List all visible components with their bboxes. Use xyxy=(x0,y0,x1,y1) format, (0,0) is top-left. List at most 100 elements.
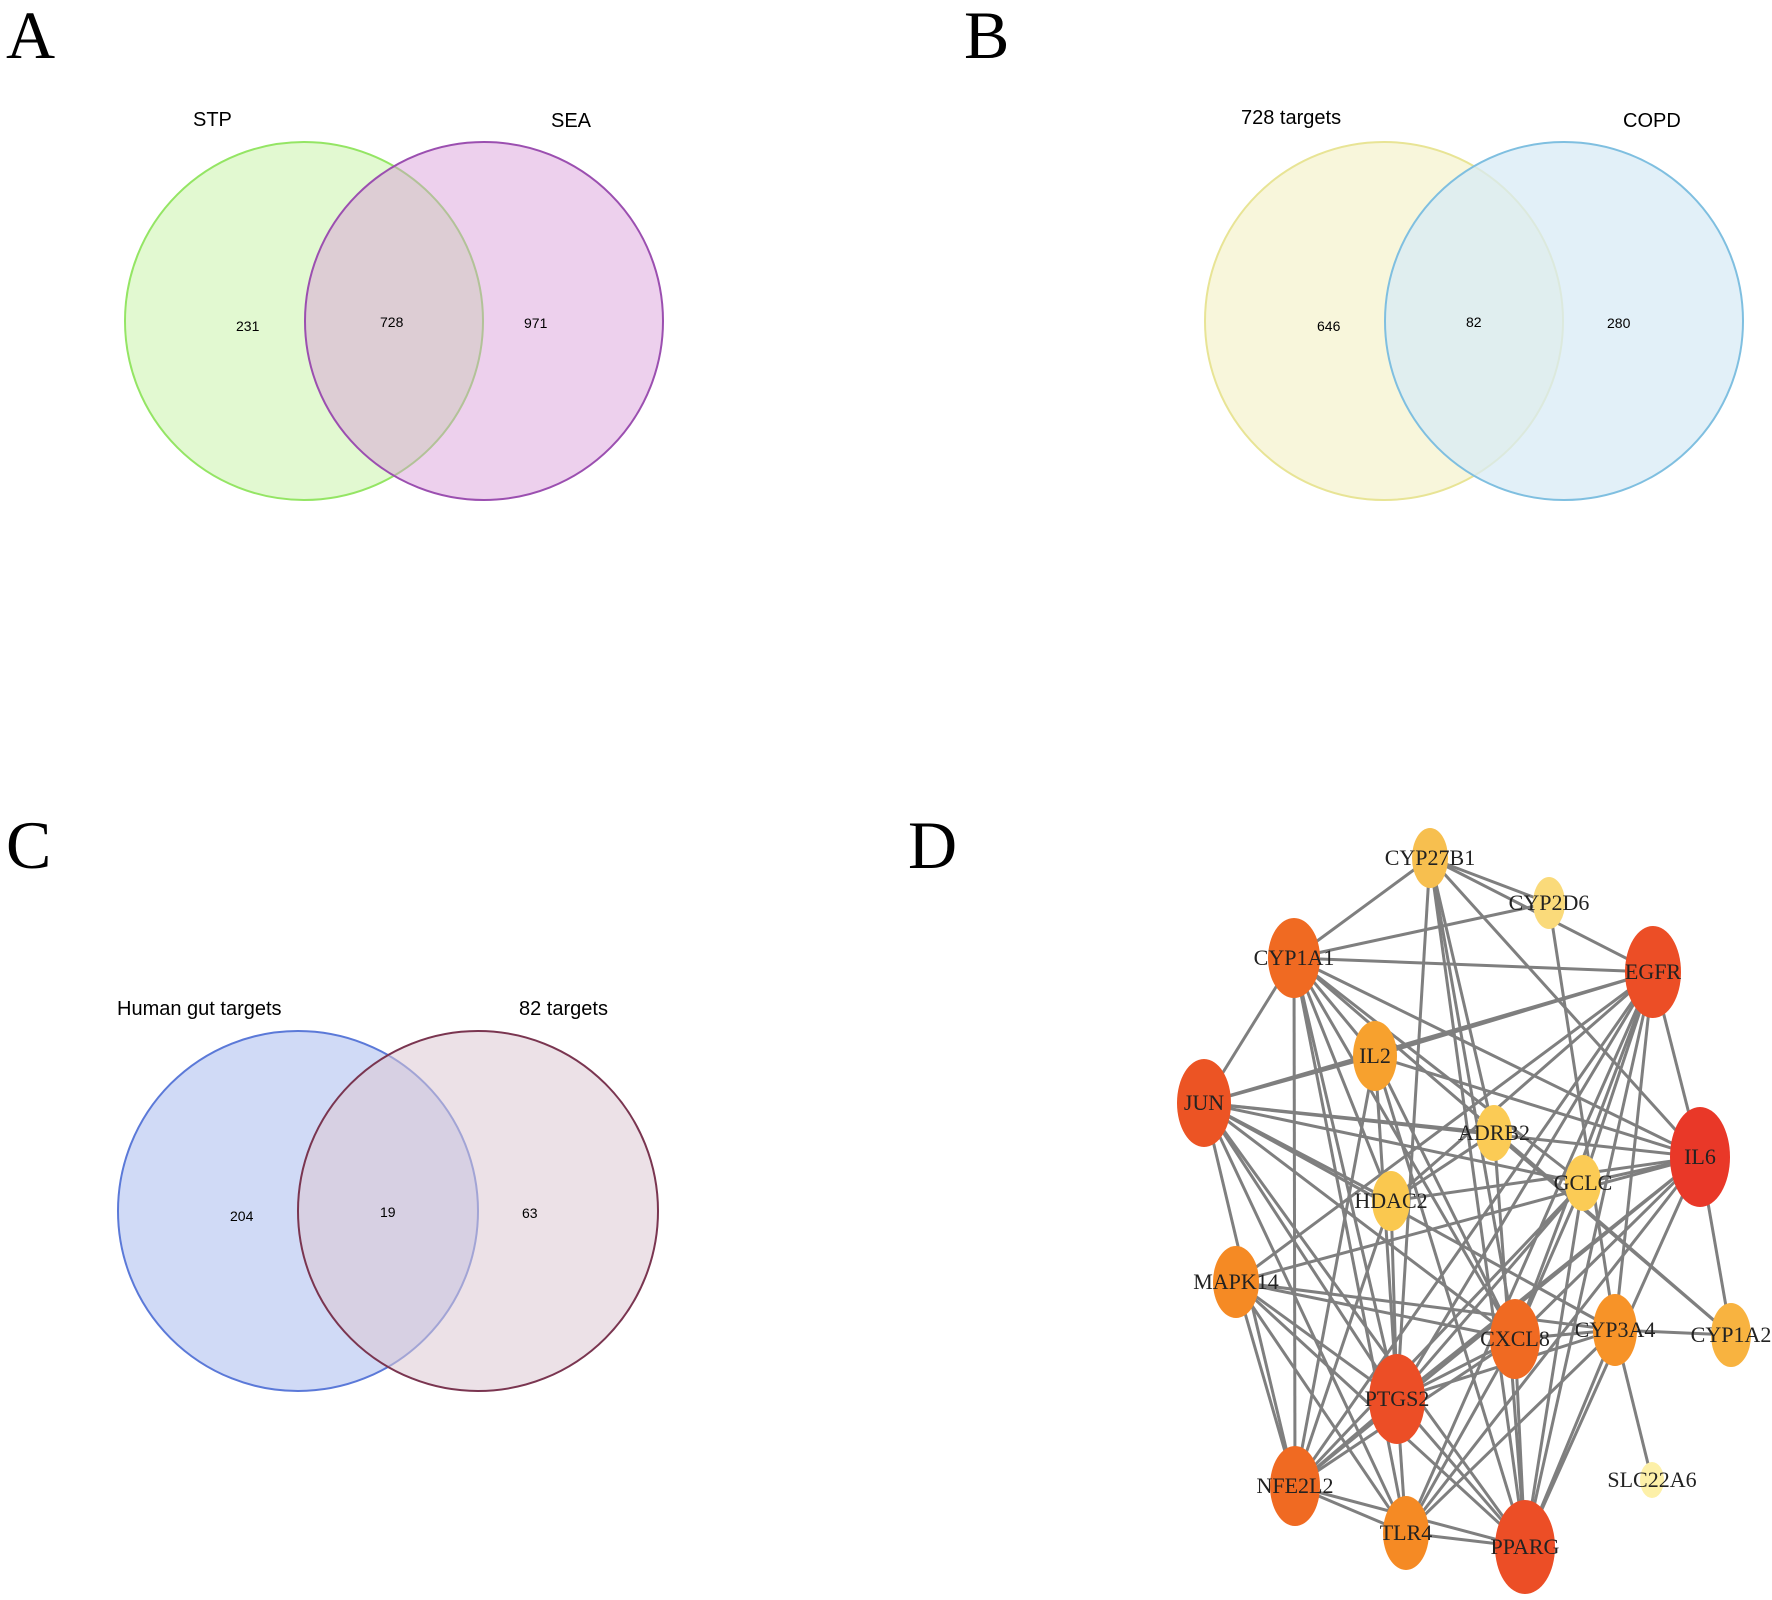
edge-gclc-ptgs2 xyxy=(1395,1182,1585,1400)
node-cyp1a1: CYP1A1 xyxy=(1254,918,1334,998)
node-shape-cyp1a2 xyxy=(1711,1303,1751,1367)
edge-il2-nfe2l2 xyxy=(1293,1055,1377,1487)
node-pparg: PPARG xyxy=(1491,1500,1560,1594)
node-shape-il6 xyxy=(1670,1107,1730,1207)
panel-c: C Human gut targets 82 targets 204 19 63 xyxy=(6,807,659,1392)
node-shape-cxcl8 xyxy=(1490,1299,1540,1379)
node-shape-slc22a6 xyxy=(1640,1462,1664,1498)
venn-c-right-count: 63 xyxy=(522,1205,538,1221)
edge-il2-cxcl8 xyxy=(1373,1055,1517,1340)
edge-cyp1a1-il6 xyxy=(1293,956,1701,1159)
node-slc22a6: SLC22A6 xyxy=(1607,1462,1697,1498)
venn-b-intersection-count: 82 xyxy=(1466,314,1482,330)
venn-b-left-count: 646 xyxy=(1317,318,1341,334)
edge-egfr-hdac2 xyxy=(1390,970,1654,1203)
node-adrb2: ADRB2 xyxy=(1458,1105,1530,1161)
node-ptgs2: PTGS2 xyxy=(1365,1354,1430,1444)
node-label-tlr4: TLR4 xyxy=(1380,1520,1433,1545)
edge-cyp1a1-egfr xyxy=(1293,956,1654,974)
node-tlr4: TLR4 xyxy=(1380,1496,1433,1570)
node-label-cyp3a4: CYP3A4 xyxy=(1575,1317,1656,1342)
edge-egfr-pparg xyxy=(1523,971,1655,1548)
edge-adrb2-cyp1a2 xyxy=(1493,1131,1732,1337)
node-nfe2l2: NFE2L2 xyxy=(1257,1446,1334,1526)
edge-mapk14-cyp3a4 xyxy=(1235,1280,1616,1332)
node-label-pparg: PPARG xyxy=(1491,1534,1560,1559)
node-cyp1a2: CYP1A2 xyxy=(1691,1303,1772,1367)
venn-a-right-circle xyxy=(304,141,664,501)
edge-mapk14-tlr4 xyxy=(1234,1281,1408,1534)
edge-gclc-pparg xyxy=(1523,1182,1585,1548)
node-label-il6: IL6 xyxy=(1684,1144,1716,1169)
node-shape-nfe2l2 xyxy=(1270,1446,1320,1526)
node-label-ptgs2: PTGS2 xyxy=(1365,1386,1430,1411)
node-shape-egfr xyxy=(1625,926,1681,1018)
edge-cyp27b1-cyp2d6 xyxy=(1429,856,1550,905)
edge-jun-hdac2 xyxy=(1203,1101,1392,1203)
venn-b-right-circle xyxy=(1384,141,1744,501)
venn-c-right-circle xyxy=(297,1030,659,1392)
edge-cxcl8-tlr4 xyxy=(1404,1338,1517,1534)
node-il2: IL2 xyxy=(1353,1021,1397,1091)
node-shape-jun xyxy=(1177,1059,1231,1147)
edge-cyp2d6-cyp3a4 xyxy=(1547,902,1617,1331)
venn-a-right-label: SEA xyxy=(551,110,592,132)
node-egfr: EGFR xyxy=(1625,926,1682,1018)
node-shape-gclc xyxy=(1565,1155,1601,1211)
node-shape-mapk14 xyxy=(1213,1246,1259,1318)
edge-mapk14-cxcl8 xyxy=(1235,1280,1516,1341)
edge-jun-adrb2 xyxy=(1203,1101,1495,1135)
venn-a-right-count: 971 xyxy=(524,315,548,331)
edge-hdac2-nfe2l2 xyxy=(1293,1200,1393,1487)
node-cyp3a4: CYP3A4 xyxy=(1575,1294,1656,1366)
node-shape-adrb2 xyxy=(1476,1105,1512,1161)
node-shape-hdac2 xyxy=(1372,1171,1410,1231)
panel-b: B 728 targets COPD 646 82 280 xyxy=(964,0,1744,501)
panel-letter-a: A xyxy=(6,0,55,73)
node-label-egfr: EGFR xyxy=(1625,959,1682,984)
node-hdac2: HDAC2 xyxy=(1354,1171,1428,1231)
venn-b-left-label: 728 targets xyxy=(1241,107,1341,129)
node-shape-cyp3a4 xyxy=(1593,1294,1637,1366)
edge-jun-tlr4 xyxy=(1202,1102,1408,1534)
node-jun: JUN xyxy=(1177,1059,1231,1147)
node-label-slc22a6: SLC22A6 xyxy=(1607,1467,1696,1492)
edge-egfr-nfe2l2 xyxy=(1293,971,1655,1487)
edge-il2-pparg xyxy=(1373,1055,1527,1548)
edge-cyp27b1-ptgs2 xyxy=(1395,857,1432,1400)
venn-c-left-label: Human gut targets xyxy=(117,998,282,1020)
node-label-cyp2d6: CYP2D6 xyxy=(1509,890,1590,915)
edge-cyp3a4-tlr4 xyxy=(1404,1328,1617,1535)
edge-jun-cxcl8 xyxy=(1203,1101,1516,1341)
edge-il6-cxcl8 xyxy=(1513,1155,1702,1341)
node-label-hdac2: HDAC2 xyxy=(1354,1188,1427,1213)
edge-jun-ptgs2 xyxy=(1202,1102,1399,1400)
node-shape-pparg xyxy=(1495,1500,1555,1594)
node-cyp27b1: CYP27B1 xyxy=(1385,828,1475,888)
edge-jun-cyp3a4 xyxy=(1203,1101,1616,1332)
edge-cyp2d6-cyp1a1 xyxy=(1293,901,1550,960)
venn-a-left-label: STP xyxy=(193,109,232,131)
edge-cyp1a1-gclc xyxy=(1293,956,1584,1185)
venn-b-right-label: COPD xyxy=(1623,110,1681,132)
node-shape-tlr4 xyxy=(1383,1496,1429,1570)
venn-c-left-count: 204 xyxy=(230,1208,254,1224)
venn-a-left-count: 231 xyxy=(236,318,260,334)
edge-jun-gclc xyxy=(1203,1101,1584,1185)
panel-letter-c: C xyxy=(6,807,51,883)
node-label-cyp1a2: CYP1A2 xyxy=(1691,1322,1772,1347)
node-label-cxcl8: CXCL8 xyxy=(1480,1326,1550,1351)
edge-cyp27b1-adrb2 xyxy=(1428,857,1496,1134)
panel-d: D CYP27B1CYP2D6CYP1A1EGFRIL2JUNADRB2IL6G… xyxy=(908,807,1771,1594)
node-il6: IL6 xyxy=(1670,1107,1730,1207)
node-label-il2: IL2 xyxy=(1359,1043,1391,1068)
panel-letter-b: B xyxy=(964,0,1009,73)
edge-il2-jun xyxy=(1203,1054,1376,1105)
edge-gclc-nfe2l2 xyxy=(1293,1181,1585,1488)
venn-c-right-label: 82 targets xyxy=(519,998,608,1020)
panel-a: A STP SEA 231 728 971 xyxy=(6,0,664,501)
node-cyp2d6: CYP2D6 xyxy=(1509,877,1590,929)
edge-jun-pparg xyxy=(1202,1102,1527,1548)
node-mapk14: MAPK14 xyxy=(1193,1246,1279,1318)
